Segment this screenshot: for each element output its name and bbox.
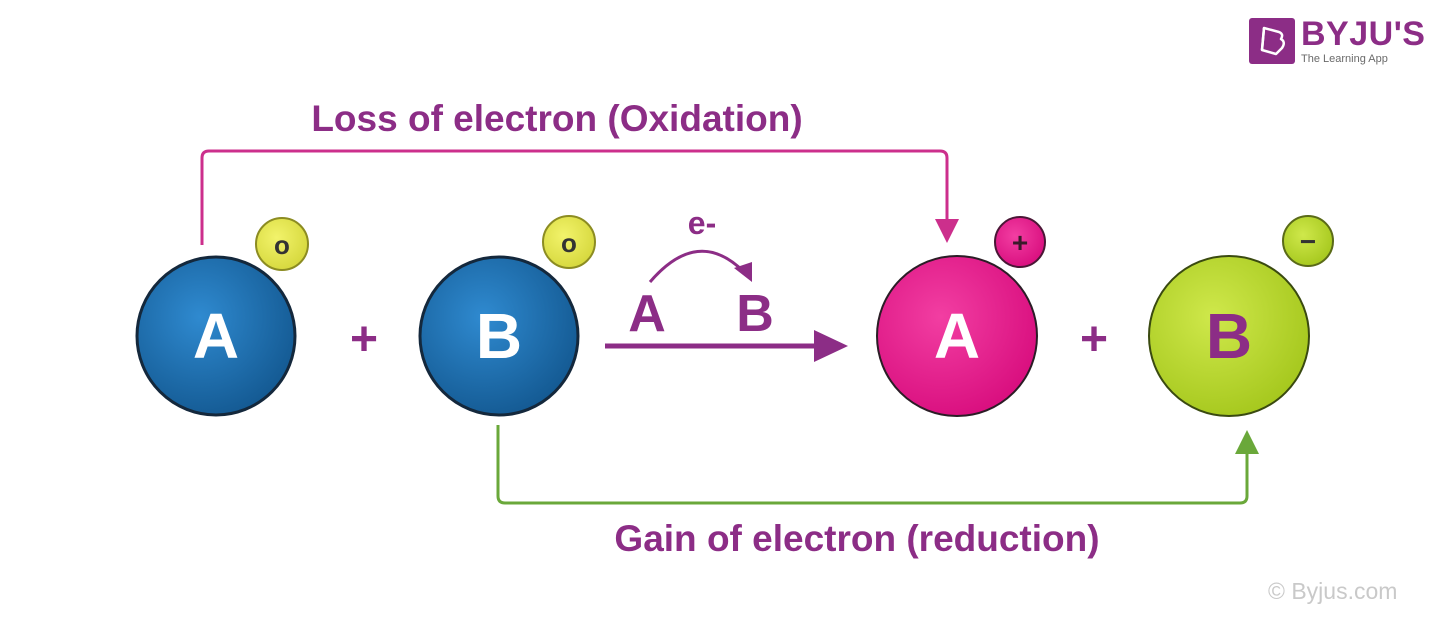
product-b-atom: B: [1148, 255, 1310, 417]
product-a-charge: +: [1012, 227, 1028, 258]
electron-arc-arrowhead: [734, 262, 752, 282]
oxidation-label: Loss of electron (Oxidation): [311, 98, 802, 139]
reactant-plus-sign: +: [350, 313, 378, 366]
byjus-logo-icon: [1249, 18, 1295, 64]
byjus-logo: BYJU'S The Learning App: [1249, 17, 1425, 65]
oxidation-path: Loss of electron (Oxidation): [200, 98, 959, 245]
reactant-a-charge-badge: o: [255, 217, 309, 271]
product-b-letter: B: [1206, 300, 1252, 372]
product-a-atom: A: [876, 255, 1038, 417]
electron-label: e-: [688, 205, 716, 241]
reactant-b-charge-badge: o: [542, 215, 596, 269]
reactant-a-letter: A: [193, 300, 239, 372]
reactant-a-atom: A: [135, 255, 297, 417]
product-b-charge-badge: −: [1282, 215, 1334, 267]
oxidation-arrowhead: [935, 219, 959, 243]
product-plus-sign: +: [1080, 313, 1108, 366]
transfer-to-letter: B: [736, 285, 774, 343]
reduction-arrowhead: [1235, 430, 1259, 454]
reduction-line: [496, 425, 1249, 505]
reaction-arrowhead: [814, 330, 848, 362]
reactant-b-atom: B: [418, 255, 580, 417]
reduction-label: Gain of electron (reduction): [614, 518, 1099, 559]
copyright-watermark: © Byjus.com: [1268, 578, 1398, 604]
product-a-letter: A: [934, 300, 980, 372]
reactant-a-charge: o: [274, 230, 290, 260]
electron-transfer: e- A B: [605, 205, 848, 362]
electron-transfer-arc: [648, 249, 746, 283]
product-b-charge: −: [1300, 226, 1316, 257]
reactant-b-charge: o: [561, 228, 577, 258]
brand-name: BYJU'S: [1301, 15, 1426, 53]
oxidation-line: [200, 149, 949, 245]
product-a-charge-badge: +: [994, 216, 1046, 268]
brand-tagline: The Learning App: [1301, 53, 1388, 65]
reduction-path: Gain of electron (reduction): [496, 425, 1259, 559]
transfer-from-letter: A: [628, 285, 666, 343]
reactant-b-letter: B: [476, 300, 522, 372]
